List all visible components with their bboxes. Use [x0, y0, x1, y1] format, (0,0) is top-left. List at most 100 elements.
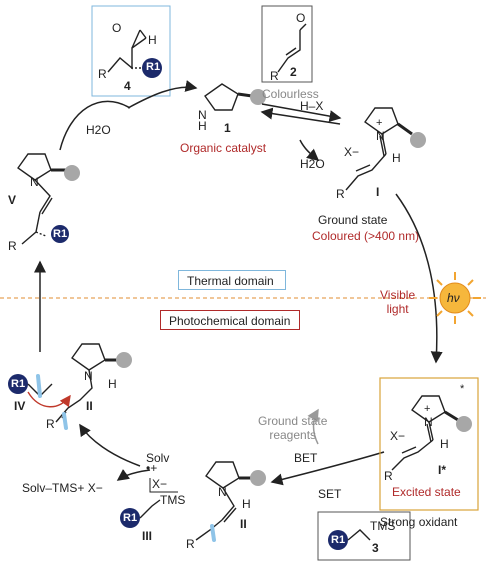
arrow-V-to-4: [59, 100, 131, 151]
radical-III-label: III: [142, 529, 153, 543]
radical-III-R1-sphere: [120, 508, 140, 528]
enamine-V-structure: [17, 153, 66, 245]
excited-I-label: I*: [438, 463, 447, 477]
enamine-V-R1: R1: [53, 228, 68, 240]
excited-I-structure: [391, 395, 459, 471]
enamine-II-N: N: [218, 485, 227, 499]
ground-state-label: Ground state: [318, 213, 388, 227]
water-out-label: H2O: [300, 157, 325, 171]
catalyst-1-number: 1: [224, 121, 231, 135]
radical-IV-N: N: [84, 369, 93, 383]
excited-I-counterion: X−: [390, 429, 406, 443]
compound-3-number: 3: [372, 541, 379, 555]
arrow-solv-tms: [116, 469, 151, 481]
iminium-I-structure: [345, 107, 413, 191]
enamine-V-label: V: [8, 193, 17, 207]
strong-oxidant-label: Strong oxidant: [380, 515, 458, 529]
compound-2-R: R: [270, 69, 279, 83]
compound-4-oxygen: O: [112, 21, 122, 35]
arrow-excitation: [395, 193, 443, 364]
radical-IV-II: II: [86, 399, 93, 413]
compound-2-caption: Colourless: [262, 87, 319, 101]
radical-III-TMS: TMS: [160, 493, 186, 507]
iminium-I-sphere: [410, 132, 426, 148]
excited-I-R: R: [384, 469, 393, 483]
compound-4-H: H: [148, 33, 157, 47]
radical-IV-R1: R1: [11, 378, 26, 390]
enamine-V-R1-sphere: [51, 225, 69, 243]
enamine-V-R: R: [8, 239, 17, 253]
enamine-V-N: N: [30, 175, 39, 189]
arrow-release-catalyst: [127, 80, 198, 109]
iminium-I-N: N: [376, 129, 385, 143]
sun-icon: [429, 272, 481, 324]
thermal-domain-label: Thermal domain: [187, 274, 274, 288]
ground-state-reagents-label: Ground state reagents: [258, 414, 328, 442]
BET-label: BET: [294, 451, 318, 465]
catalyst-1-NH: N H: [198, 108, 207, 133]
compound-3-R1-sphere: [328, 530, 348, 550]
enamine-II-sphere: [250, 470, 266, 486]
excited-I-sphere: [456, 416, 472, 432]
arrow-desilylation: [79, 423, 141, 467]
compound-2-oxygen: O: [296, 11, 306, 25]
arrow-BET: [307, 408, 319, 445]
catalyst-1-structure: [204, 83, 253, 111]
compound-4-R1-sphere: [142, 58, 162, 78]
enamine-II-H: H: [242, 497, 251, 511]
solv-tms-label: Solv–TMS+ X−: [22, 481, 103, 495]
thermal-domain-box: Thermal domain: [178, 270, 286, 290]
catalyst-1-sphere: [250, 89, 266, 105]
SET-label: SET: [318, 487, 342, 501]
enamine-V-sphere: [64, 165, 80, 181]
compound-3-TMS: TMS: [370, 519, 396, 533]
iminium-I-charge: +: [376, 117, 383, 129]
excited-I-charge: +: [424, 403, 431, 415]
excited-state-label: Excited state: [392, 485, 461, 499]
excited-state-box: [379, 377, 479, 511]
compound-4-structure: [107, 29, 147, 73]
reagent-HX: H–X: [300, 99, 324, 113]
radical-IV-R: R: [46, 417, 55, 431]
compound-4-R1: R1: [146, 61, 161, 73]
enamine-II-label: II: [240, 517, 247, 531]
radical-IV-sphere: [116, 352, 132, 368]
catalyst-1-caption: Organic catalyst: [180, 141, 267, 155]
radical-III-charge: •+: [146, 461, 158, 475]
compound-3-box: [317, 511, 411, 561]
radical-III-counterion: X−: [152, 477, 168, 491]
iminium-I-counterion: X−: [344, 145, 360, 159]
arrow-water-out: [299, 139, 320, 161]
hv-symbol: hν: [447, 291, 460, 305]
radical-IV-H: H: [108, 377, 117, 391]
excited-I-star: *: [460, 383, 465, 395]
enamine-II-R: R: [186, 537, 195, 551]
compound-4-number: 4: [124, 79, 131, 93]
solv-label: Solv: [146, 451, 170, 465]
compound-2-structure: [277, 23, 307, 73]
radical-IV-R1-sphere: [8, 374, 28, 394]
compound-4-R: R: [98, 67, 107, 81]
compound-3-R1: R1: [331, 534, 346, 546]
enamine-II-structure: [195, 461, 252, 541]
compound-2-number: 2: [290, 65, 297, 79]
arrow-condensation: [261, 103, 342, 123]
arrow-reverse: [260, 107, 341, 125]
radical-IV-label: IV: [14, 399, 26, 413]
arrow-SET: [270, 451, 385, 486]
iminium-I-H: H: [392, 151, 401, 165]
compound-4-box: [91, 5, 171, 97]
compound-2-box: [261, 5, 313, 83]
ground-state-colour: Coloured (>400 nm): [312, 229, 420, 243]
visible-light-label: Visible light: [380, 288, 416, 316]
iminium-I-R: R: [336, 187, 345, 201]
excited-I-H: H: [440, 437, 449, 451]
photochemical-domain-box: Photochemical domain: [160, 310, 300, 330]
water-in-label: H2O: [86, 123, 111, 137]
iminium-I-label: I: [376, 185, 380, 199]
excited-I-N: N: [424, 415, 433, 429]
radical-III-R1: R1: [123, 512, 138, 524]
radical-IV-structure: [27, 343, 118, 423]
photochemical-domain-label: Photochemical domain: [169, 314, 291, 328]
